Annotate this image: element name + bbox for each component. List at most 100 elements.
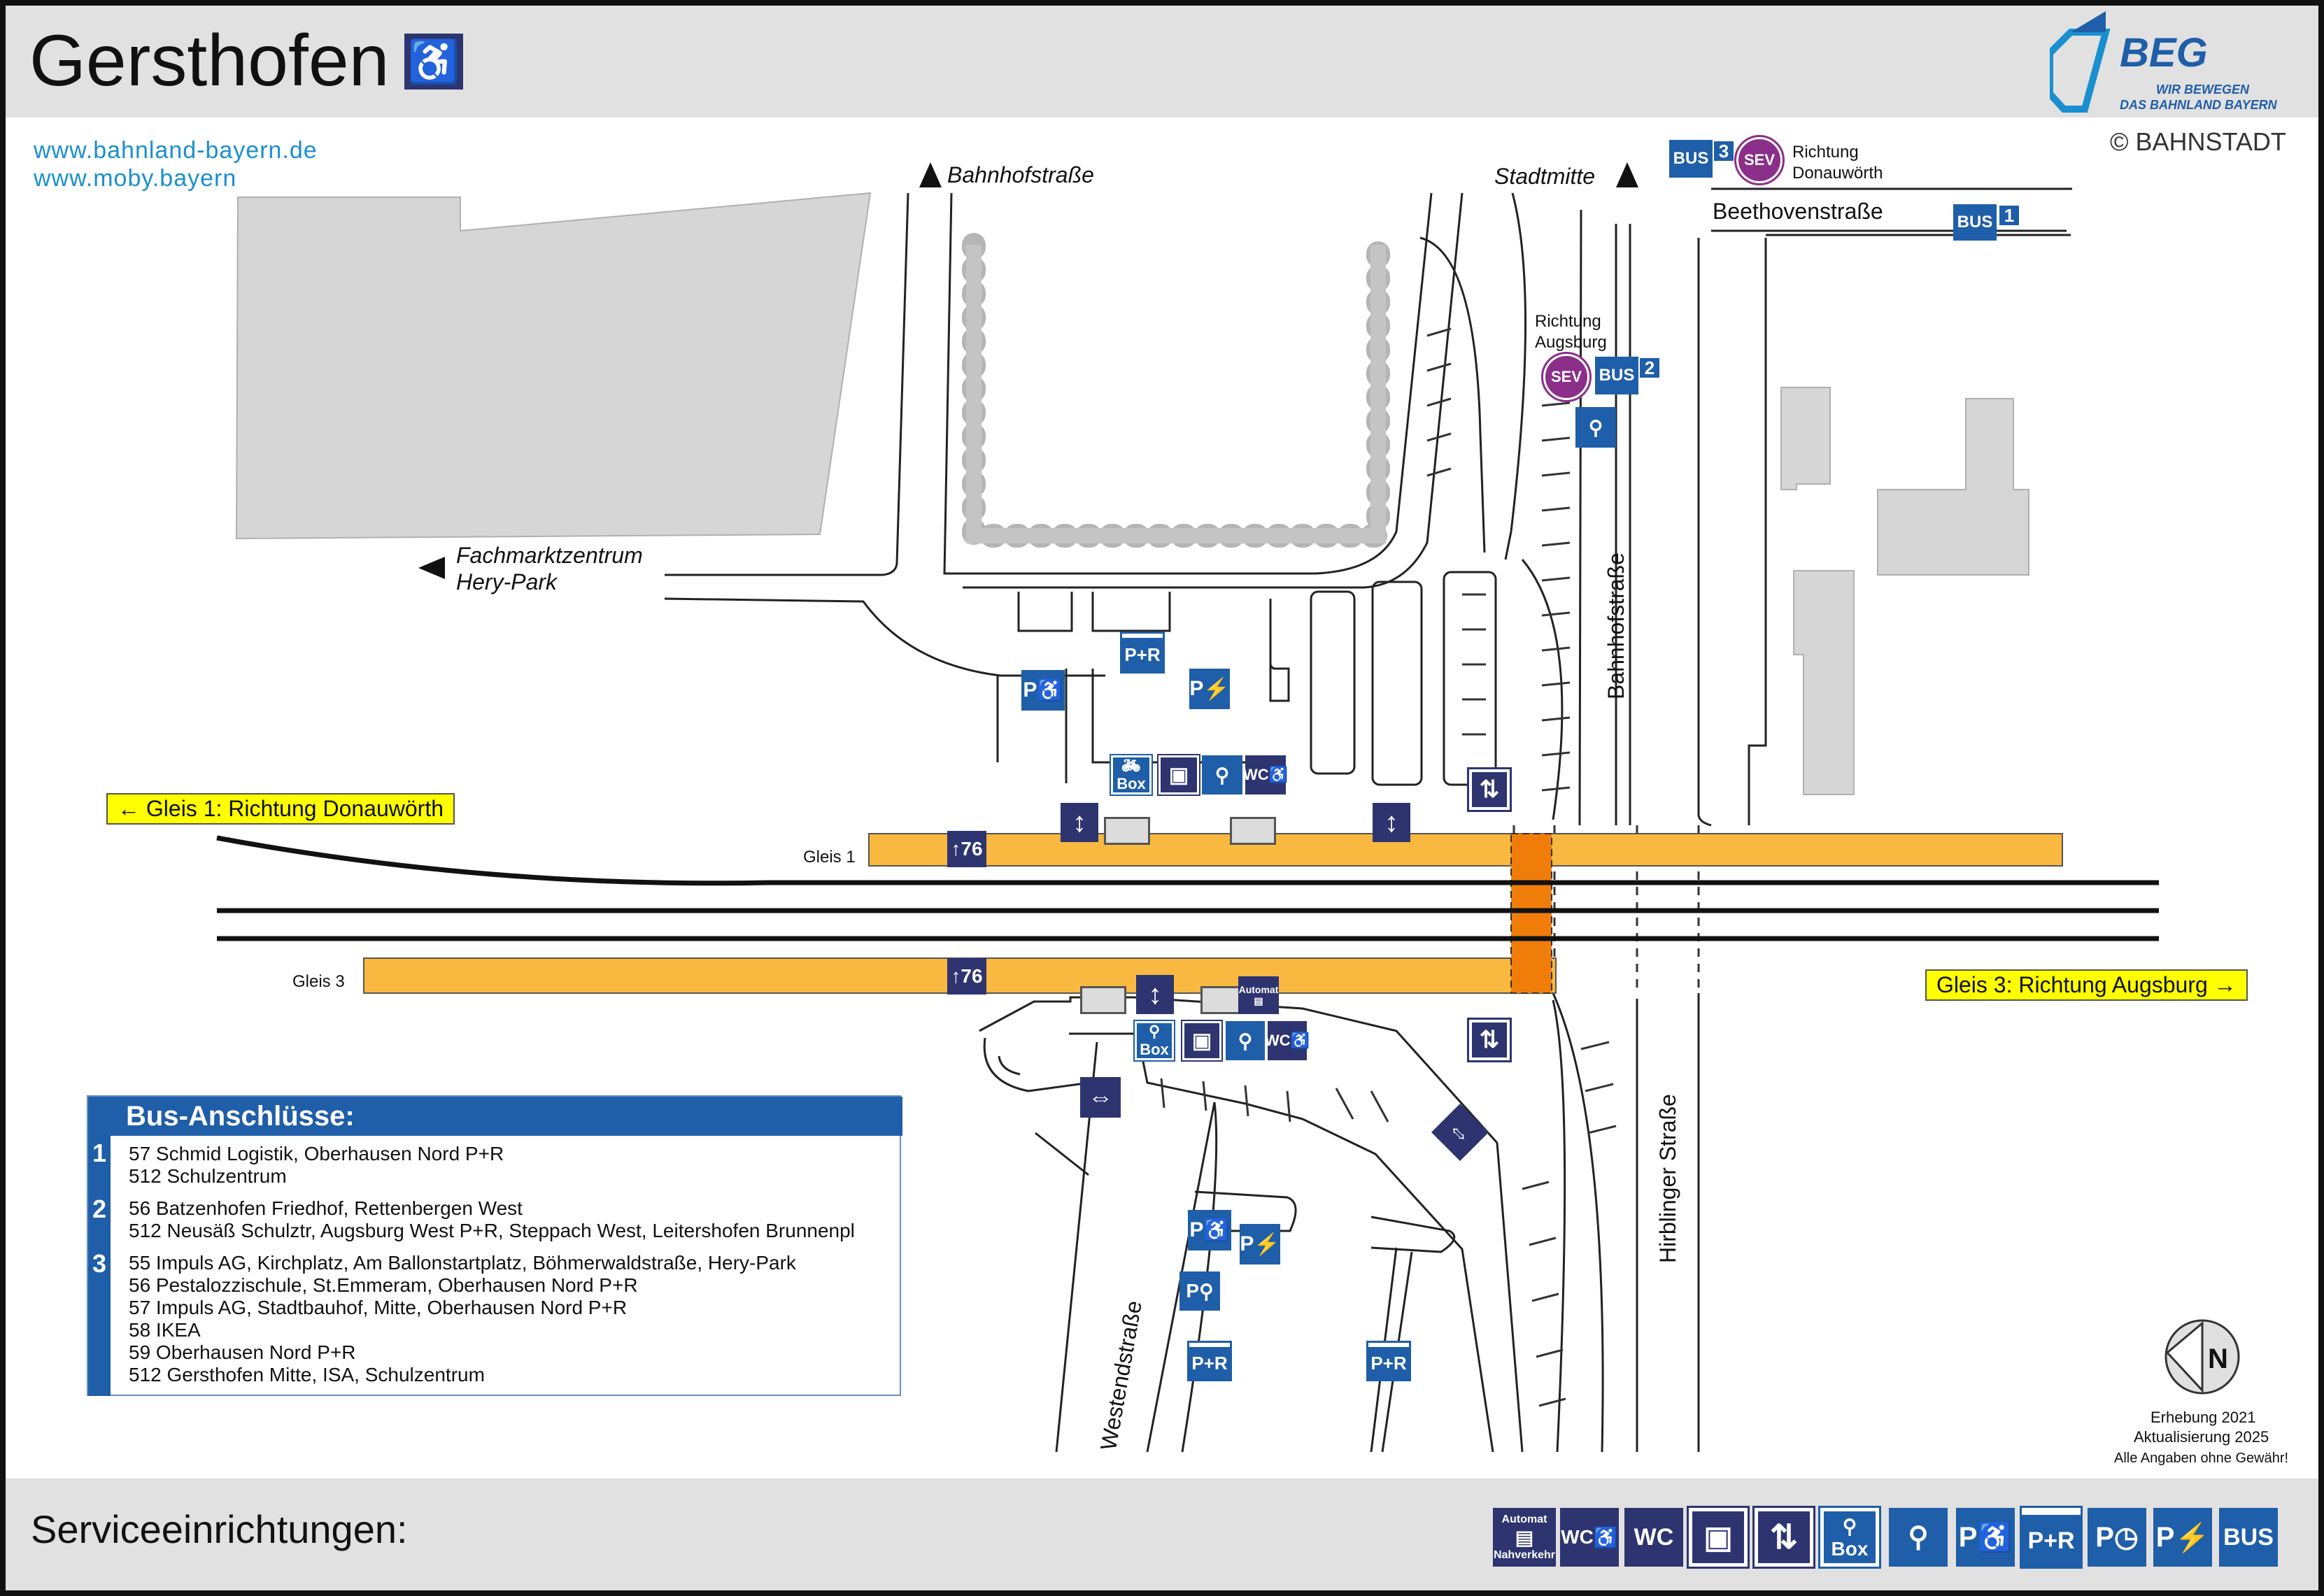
compass-icon: N (2164, 1319, 2240, 1395)
link-bahnland-bayern[interactable]: www.bahnland-bayern.de (34, 137, 318, 164)
bus-stop-icon: BUS (2219, 1508, 2278, 1567)
accessible-parking-icon: P♿ (1021, 670, 1065, 711)
level-crossing (1510, 833, 1552, 994)
bus-line-2: 2 (1644, 357, 1655, 378)
ev-charging-parking-icon: P⚡ (1240, 1224, 1280, 1264)
accessible-parking-icon: P♿ (1188, 1210, 1231, 1251)
bus-connections-header: Bus-Anschlüsse: (88, 1097, 902, 1136)
bus-route-line: 512 Schulzentrum (129, 1165, 287, 1187)
bus-connections-panel: Bus-Anschlüsse: 1 57 Schmid Logistik, Ob… (87, 1095, 902, 1396)
pr-label: P+R (1124, 643, 1161, 665)
bike-box-icon: ⚲Box (1133, 1020, 1175, 1062)
bus-label: BUS (1673, 149, 1709, 168)
bike-parking-icon: ⚲ (1202, 755, 1242, 795)
bus-route-line: 512 Gersthofen Mitte, ISA, Schulzentrum (129, 1364, 485, 1385)
box-label: Box (1117, 775, 1146, 792)
building-shape (1793, 570, 1855, 795)
bus-route-line: 57 Schmid Logistik, Oberhausen Nord P+R (129, 1143, 504, 1164)
label-hirblinger-strasse: Hirblinger Straße (1655, 1094, 1680, 1263)
ev-charging-parking-icon: P⚡ (2153, 1508, 2212, 1567)
bike-parking-icon: ⚲ (1889, 1508, 1948, 1567)
sign-gleis-3-text: Gleis 3: Richtung Augsburg (1936, 972, 2208, 997)
label-gleis-1: Gleis 1 (803, 848, 856, 867)
label-bahnhofstrasse-vertical: Bahnhofstraße (1603, 553, 1629, 699)
stairs-updown-icon: ↕ (1136, 975, 1174, 1014)
bus-route-line: 59 Oberhausen Nord P+R (129, 1341, 356, 1363)
park-and-ride-icon: P+R (1120, 632, 1165, 674)
ticket-machine-icon: Automat▤ (1238, 976, 1279, 1014)
elevator-icon: ⇅ (1752, 1506, 1815, 1569)
stairs-updown-icon: ↕ (1373, 803, 1410, 842)
sev-label: SEV (1550, 368, 1582, 385)
services-label: Serviceeinrichtungen: (31, 1507, 408, 1551)
p-label: P (1023, 678, 1037, 701)
label-richtung-augsburg-2: Augsburg (1535, 333, 1607, 352)
wc-accessible-icon: WC♿ (1242, 755, 1288, 795)
bus-route-line: 56 Batzenhofen Friedhof, Rettenbergen We… (129, 1197, 523, 1219)
platform-height-value: 76 (961, 838, 983, 860)
p-label: P (1186, 1280, 1200, 1302)
building-shape (235, 192, 872, 540)
time-limited-parking-icon: P◷ (2088, 1508, 2146, 1567)
bus-label: BUS (1599, 366, 1635, 385)
wc-accessible-icon: WC♿ (1264, 1021, 1310, 1060)
legend-automat-top: Automat (1501, 1513, 1547, 1525)
sev-label: SEV (1743, 151, 1776, 169)
north-arrow-icon (1616, 162, 1638, 187)
label-gleis-3: Gleis 3 (292, 972, 345, 991)
wc-label: WC (1242, 766, 1269, 783)
disclaimer: Alle Angaben ohne Gewähr! (2114, 1451, 2289, 1466)
legend-pr: P+R (2027, 1527, 2075, 1554)
beg-tagline-2: DAS BAHNLAND BAYERN (2120, 98, 2277, 112)
shelter-icon (1080, 986, 1126, 1014)
bus-label: BUS (1957, 213, 1993, 231)
stairs-updown-icon: ↕ (1061, 803, 1098, 842)
bus-route-line: 55 Impuls AG, Kirchplatz, Am Ballonstart… (129, 1252, 796, 1274)
link-moby-bayern[interactable]: www.moby.bayern (34, 165, 237, 192)
ticket-machine-icon: Automat▤Nahverkehr (1493, 1508, 1556, 1567)
bus-stop-icon: BUS (1669, 140, 1713, 178)
bus-route-line: 512 Neusäß Schulztr, Augsburg West P+R, … (129, 1220, 855, 1241)
legend-p: P (2155, 1521, 2175, 1553)
bus-stop-icon: BUS (1595, 357, 1638, 394)
building-shape (1780, 387, 1831, 490)
station-title: Gersthofen (29, 20, 390, 101)
locker-icon: ▣ (1157, 754, 1200, 796)
legend-wc: WC (1634, 1523, 1674, 1551)
bus-line-1: 1 (2004, 204, 2015, 226)
shelter-icon (1230, 817, 1276, 845)
sign-gleis-1-text: Gleis 1: Richtung Donauwörth (146, 796, 444, 821)
locker-icon: ▣ (1181, 1020, 1223, 1062)
ev-charging-parking-icon: P⚡ (1189, 669, 1230, 709)
platform-height-value: 76 (961, 965, 983, 987)
pr-label: P+R (1370, 1352, 1407, 1374)
wc-label: WC (1264, 1032, 1291, 1049)
legend-box: Box (1831, 1537, 1869, 1560)
bike-box-icon: ⚲Box (1818, 1506, 1881, 1569)
locker-icon: ▣ (1687, 1506, 1750, 1569)
left-arrow-icon: ← (118, 796, 146, 821)
legend-wc-accessible: WC (1561, 1526, 1594, 1548)
bus-route-line: 57 Impuls AG, Stadtbauhof, Mitte, Oberha… (129, 1297, 628, 1318)
sev-replacement-bus-icon: SEV (1541, 352, 1592, 402)
bus-route-line: 56 Pestalozzischule, St.Emmeram, Oberhau… (129, 1274, 638, 1296)
shelter-icon (1104, 817, 1150, 845)
bus-line-badge: 1 (1998, 204, 2020, 227)
park-and-ride-icon: P+R (1187, 1341, 1232, 1381)
bus-stop-icon: BUS (1953, 204, 1997, 241)
park-and-ride-icon: P+R (1366, 1341, 1411, 1381)
elevator-icon: ⇅ (1467, 767, 1512, 812)
bus-line-3: 3 (1718, 140, 1729, 162)
label-bahnhofstrasse-north: Bahnhofstraße (947, 162, 1094, 187)
bike-box-icon: 🚲︎Box (1110, 754, 1153, 796)
bike-parking-icon: ⚲ (1575, 407, 1616, 448)
beg-logo: BEG WIR BEWEGEN DAS BAHNLAND BAYERN (2046, 11, 2316, 116)
elevator-icon: ⇅ (1467, 1018, 1512, 1062)
track-line (216, 835, 2159, 886)
beg-logo-text: BEG (2120, 30, 2208, 76)
bus-line-badge: 3 (1713, 140, 1735, 162)
label-stadtmitte: Stadtmitte (1494, 164, 1596, 189)
motorbike-parking-icon: P⚲ (1179, 1271, 1220, 1311)
svg-text:N: N (2208, 1344, 2228, 1374)
bus-line-badge: 2 (1638, 357, 1661, 379)
